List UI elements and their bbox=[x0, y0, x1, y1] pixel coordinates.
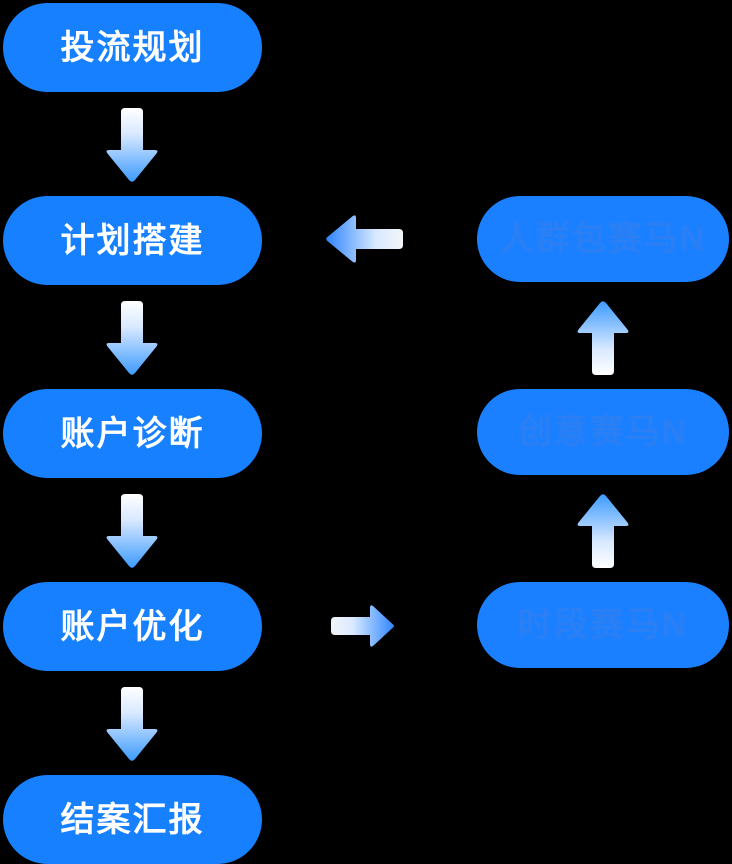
node-audience-race[interactable]: 人群包赛马N bbox=[477, 196, 729, 282]
node-report[interactable]: 结案汇报 bbox=[3, 775, 262, 864]
arrow-down-icon-plan-to-build bbox=[101, 106, 163, 184]
node-build[interactable]: 计划搭建 bbox=[3, 196, 262, 285]
arrow-down-icon-build-to-diagnose bbox=[101, 299, 163, 377]
node-daypart-race-label: 时段赛马N bbox=[517, 606, 689, 644]
arrow-left-icon-audience-to-build bbox=[325, 213, 405, 265]
node-plan-label: 投流规划 bbox=[60, 28, 205, 67]
node-report-label: 结案汇报 bbox=[60, 800, 205, 839]
node-audience-race-label: 人群包赛马N bbox=[499, 220, 707, 258]
arrow-down-icon-diagnose-to-optimize bbox=[101, 492, 163, 570]
node-diagnose[interactable]: 账户诊断 bbox=[3, 389, 262, 478]
node-optimize[interactable]: 账户优化 bbox=[3, 582, 262, 671]
node-build-label: 计划搭建 bbox=[60, 221, 205, 260]
node-diagnose-label: 账户诊断 bbox=[60, 414, 205, 453]
arrow-down-icon-optimize-to-report bbox=[101, 685, 163, 763]
node-plan[interactable]: 投流规划 bbox=[3, 3, 262, 92]
node-optimize-label: 账户优化 bbox=[60, 607, 205, 646]
arrow-up-icon-creative-to-audience bbox=[572, 299, 634, 377]
node-daypart-race[interactable]: 时段赛马N bbox=[477, 582, 729, 668]
node-creative-race[interactable]: 创意赛马N bbox=[477, 389, 729, 475]
node-creative-race-label: 创意赛马N bbox=[517, 413, 689, 451]
arrow-up-icon-daypart-to-creative bbox=[572, 492, 634, 570]
arrow-right-icon-optimize-to-daypart bbox=[330, 604, 395, 648]
